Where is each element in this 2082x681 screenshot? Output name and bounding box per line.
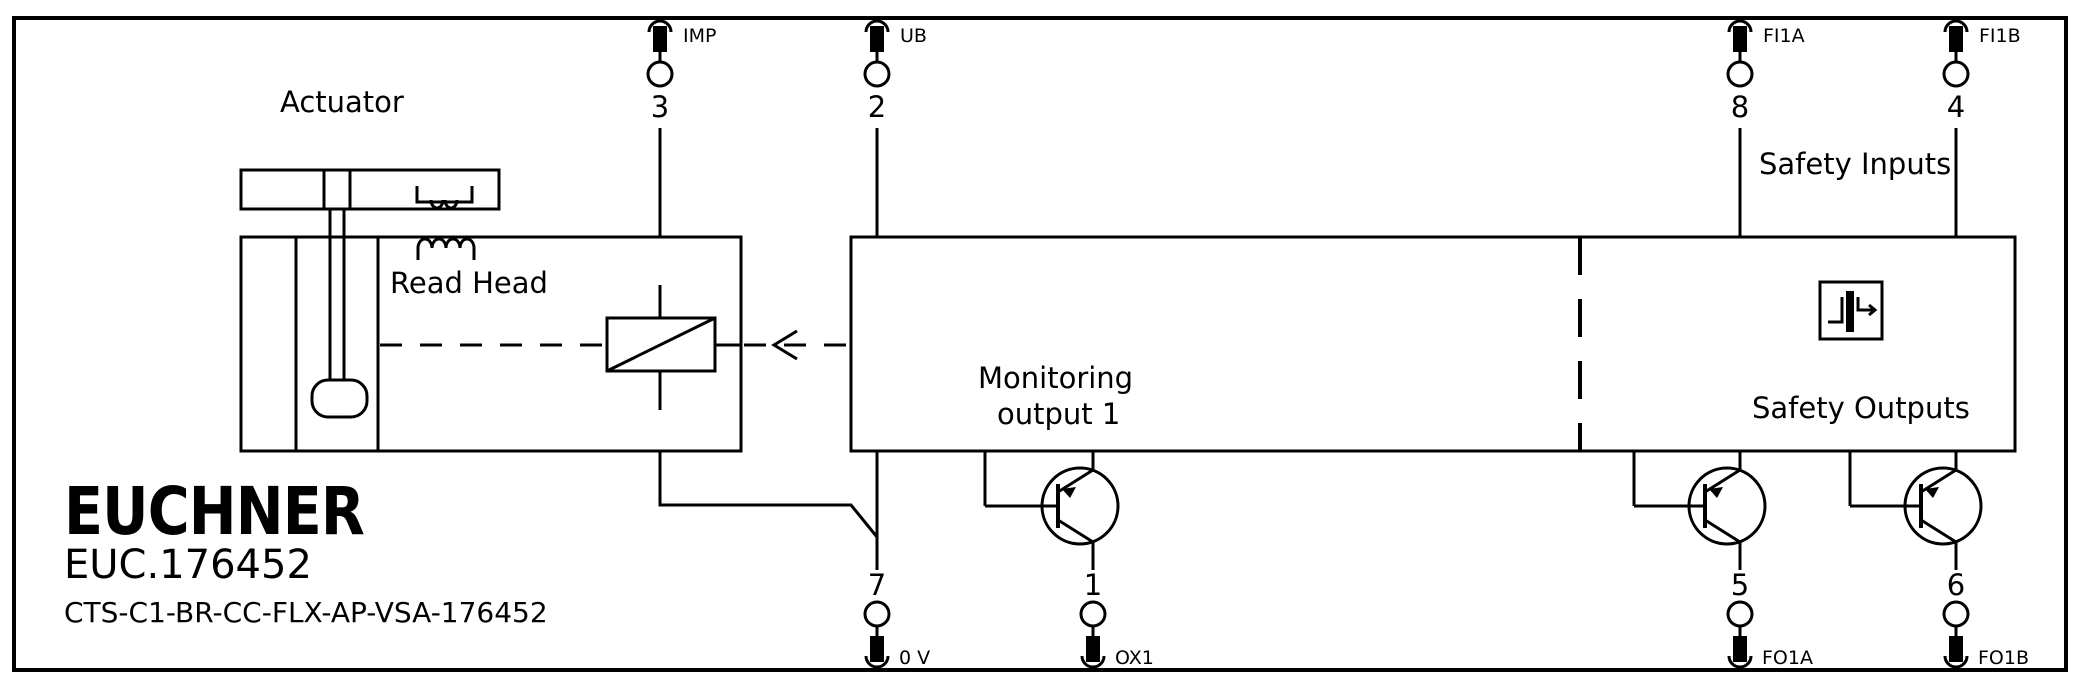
pin-imp-number: 3 xyxy=(651,90,669,124)
arrow-left-icon xyxy=(771,329,798,361)
actuator xyxy=(239,168,501,211)
pin-0v-number: 7 xyxy=(868,568,886,602)
connector-fo1a-icon xyxy=(1726,600,1754,669)
connector-ub-icon xyxy=(863,19,891,88)
transistor-ox1-icon xyxy=(983,451,1120,570)
safety-symbol-icon xyxy=(1818,280,1884,341)
connector-ox1-icon xyxy=(1079,600,1107,669)
type-code: CTS-C1-BR-CC-FLX-AP-VSA-176452 xyxy=(64,596,548,629)
pin-fi1b: FI1B 4 xyxy=(1942,19,2021,124)
pin-fo1b-number: 6 xyxy=(1947,568,1965,602)
connector-fi1b-icon xyxy=(1942,19,1970,88)
wire-0v-link xyxy=(658,451,879,538)
read-head-label: Read Head xyxy=(390,266,548,300)
pin-fo1b: 6 FO1B xyxy=(1942,568,2029,669)
connector-fo1b-icon xyxy=(1942,600,1970,669)
actuator-label: Actuator xyxy=(280,85,404,119)
connector-0v-icon xyxy=(863,600,891,669)
safety-outputs-label: Safety Outputs xyxy=(1752,391,1970,425)
safety-inputs-label: Safety Inputs xyxy=(1759,147,1951,181)
pin-fo1b-signal: FO1B xyxy=(1978,647,2029,669)
transistor-fo1b-icon xyxy=(1848,451,1983,570)
read-head-block: Read Head xyxy=(239,209,743,453)
pin-ox1-number: 1 xyxy=(1084,568,1102,602)
pin-fo1a-signal: FO1A xyxy=(1762,647,1813,669)
pin-fi1a-number: 8 xyxy=(1731,90,1749,124)
actuator-coil-icon xyxy=(415,186,474,210)
pin-fo1a: 5 FO1A xyxy=(1726,568,1813,669)
main-block: Monitoring output 1 Safety Outputs xyxy=(849,235,2017,453)
monitoring-output-label-line2: output 1 xyxy=(997,397,1120,431)
pin-ub-signal: UB xyxy=(900,25,927,47)
pin-fo1a-number: 5 xyxy=(1731,568,1749,602)
pin-imp: IMP 3 xyxy=(646,19,716,124)
pin-ox1: 1 OX1 xyxy=(1079,568,1154,669)
euchner-logo: EUCHNER xyxy=(64,473,364,550)
read-head-coil-icon xyxy=(416,237,476,260)
pin-0v-signal: 0 V xyxy=(899,647,930,669)
pin-ub-number: 2 xyxy=(868,90,886,124)
pin-fi1a: FI1A 8 xyxy=(1726,19,1805,124)
monitoring-output-label-line1: Monitoring xyxy=(978,361,1133,395)
article-number: EUC.176452 xyxy=(64,542,312,588)
outer-frame xyxy=(12,16,2068,672)
pin-ox1-signal: OX1 xyxy=(1115,647,1154,669)
pin-ub: UB 2 xyxy=(863,19,927,124)
transistor-fo1a-icon xyxy=(1632,451,1767,570)
pin-fi1b-signal: FI1B xyxy=(1979,25,2021,47)
pin-fi1a-signal: FI1A xyxy=(1763,25,1805,47)
connector-imp-icon xyxy=(646,19,674,88)
pin-imp-signal: IMP xyxy=(683,25,716,47)
pin-fi1b-number: 4 xyxy=(1947,90,1965,124)
connector-fi1a-icon xyxy=(1726,19,1754,88)
pin-0v: 7 0 V xyxy=(863,568,930,669)
actuator-magnet-icon xyxy=(310,378,369,419)
